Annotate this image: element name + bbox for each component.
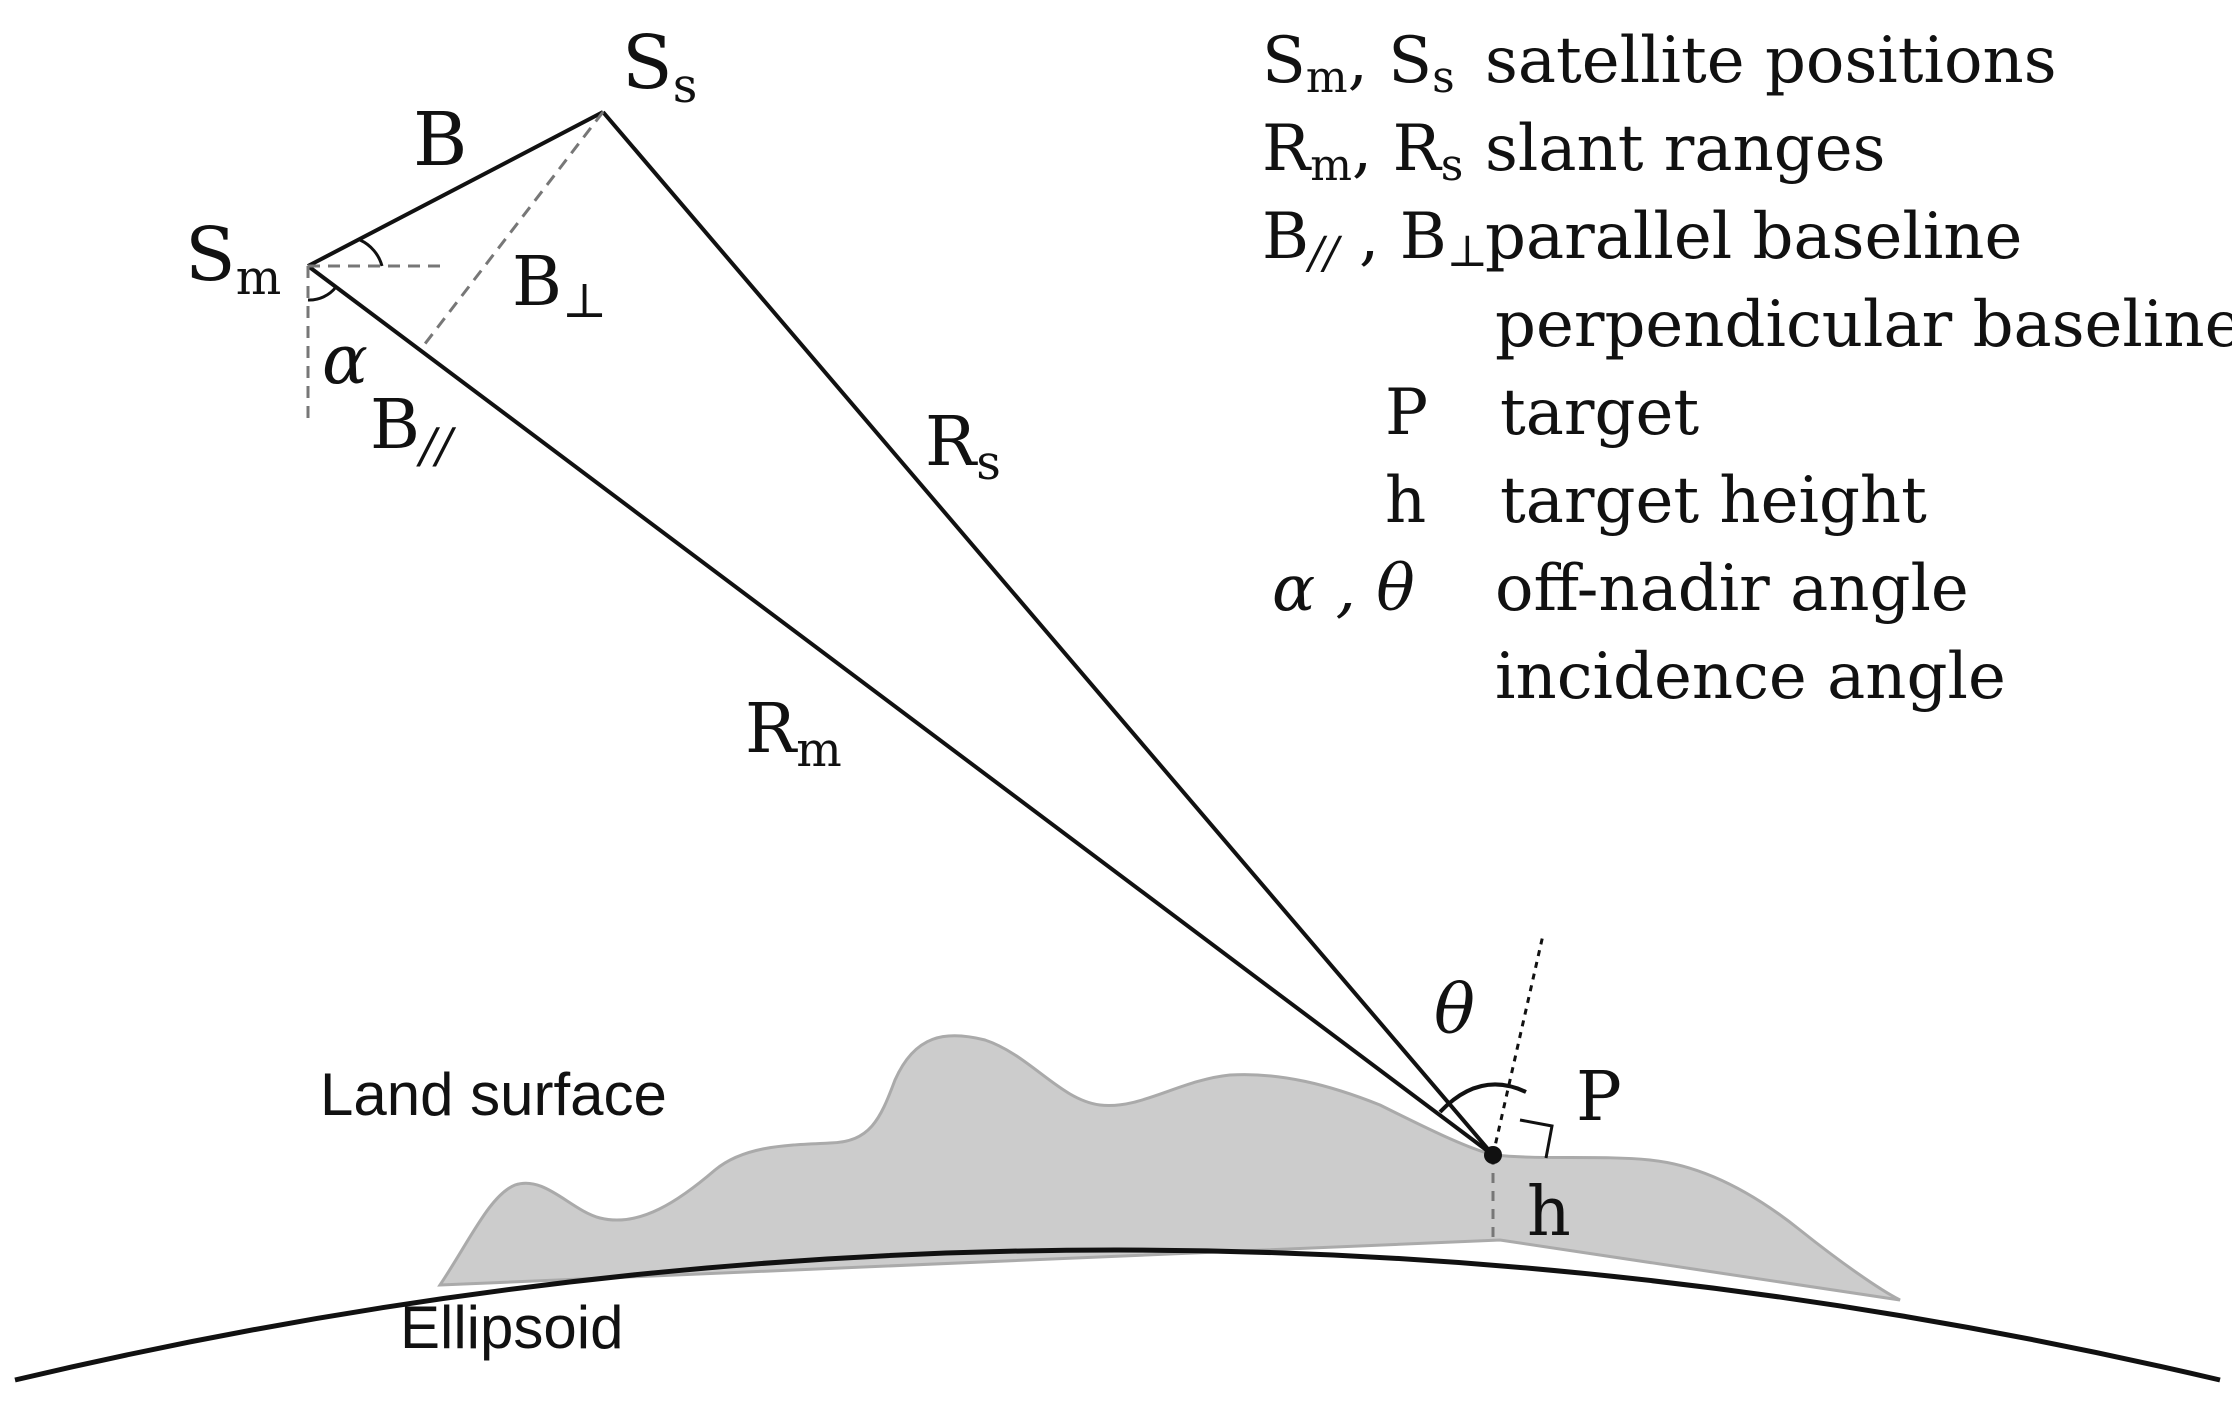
alpha-angle-arc (307, 286, 338, 302)
legend-symbol-angles: α , θ (1272, 552, 1415, 626)
legend-desc-ranges: slant ranges (1485, 112, 1885, 186)
legend-desc-height: target height (1500, 464, 1927, 538)
legend-symbol-target: P (1385, 376, 1428, 450)
label-b: B (413, 97, 467, 183)
label-land-surface: Land surface (320, 1061, 667, 1128)
label-h: h (1527, 1173, 1571, 1252)
target-point (1484, 1146, 1502, 1164)
legend-desc-perpendicular-baseline: perpendicular baseline (1495, 288, 2232, 362)
legend-symbol-satellites: Sm, Ss (1262, 24, 1455, 103)
slant-range-rs-line (601, 110, 1495, 1157)
label-ellipsoid: Ellipsoid (400, 1294, 623, 1361)
legend: Sm, Ss satellite positions Rm, Rs slant … (1262, 24, 2232, 714)
label-alpha: α (322, 321, 368, 400)
perpendicular-baseline-dashed (419, 111, 605, 350)
label-p: P (1576, 1058, 1622, 1137)
legend-desc-parallel-baseline: parallel baseline (1485, 200, 2022, 274)
legend-symbol-baselines: B// , B⊥ (1262, 200, 1488, 279)
label-theta: θ (1434, 971, 1475, 1050)
legend-desc-target: target (1500, 376, 1699, 450)
legend-symbol-ranges: Rm, Rs (1262, 112, 1463, 191)
label-b-perp: B⊥ (512, 243, 607, 329)
baseline-angle-arc (359, 238, 384, 267)
slant-range-rm-line (306, 264, 1495, 1157)
label-b-parallel: B// (370, 386, 457, 474)
label-rm: Rm (745, 690, 842, 778)
incidence-angle-arc (1438, 1082, 1527, 1114)
legend-symbol-height: h (1385, 464, 1426, 538)
land-surface-shape (437, 1034, 1901, 1302)
legend-desc-incidence: incidence angle (1495, 640, 2006, 714)
ellipsoid-curve (14, 1247, 2221, 1383)
legend-desc-off-nadir: off-nadir angle (1495, 552, 1969, 626)
baseline-b-line (307, 110, 604, 268)
right-angle-marker (1519, 1118, 1554, 1159)
label-rs: Rs (925, 403, 1001, 491)
label-sm: Sm (185, 212, 281, 306)
legend-desc-satellites: satellite positions (1485, 24, 2057, 98)
label-ss: Ss (622, 20, 697, 114)
surface-normal-dotted (1491, 934, 1545, 1156)
